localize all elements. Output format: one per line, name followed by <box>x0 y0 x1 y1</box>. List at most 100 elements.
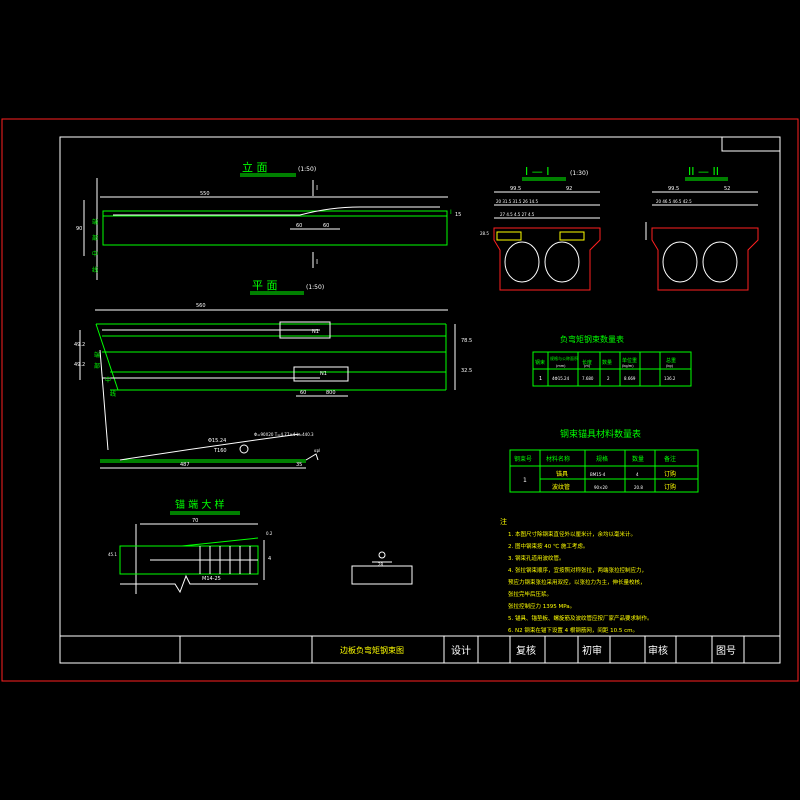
note-line-1: 2. 图中钢束按 40 ℃ 施工考虑。 <box>508 542 588 550</box>
elevation-scale: (1:50) <box>298 166 316 173</box>
t1-r3: 2 <box>607 376 610 381</box>
svg-text:27 4.5 4.5 27 4.5: 27 4.5 4.5 27 4.5 <box>500 212 535 217</box>
strand-detail: Φ15.24 T160 Φ=90X20 T=4.77×4 L=440.3 487… <box>100 432 320 469</box>
t2-r0c3: 4 <box>636 472 639 477</box>
strand-annotation: Φ15.24 <box>208 438 226 444</box>
svg-text:49.2: 49.2 <box>74 362 85 368</box>
plan-bot-dim1: 60 <box>300 390 306 396</box>
t1-h3: 数量 <box>602 359 612 366</box>
note-line-0: 1. 本图尺寸除钢束直径外以厘米计，余均以毫米计。 <box>508 530 636 538</box>
note-line-5: 张拉完毕后压浆。 <box>508 590 552 598</box>
svg-text:线: 线 <box>92 266 98 274</box>
anchor-side-dim: 4 <box>268 556 271 562</box>
t2-h3: 数量 <box>632 455 644 463</box>
t2-r0c2: BM15-4 <box>590 472 606 477</box>
table1-title: 负弯矩钢束数量表 <box>560 334 624 344</box>
plan-scale: (1:50) <box>306 284 324 291</box>
t1-u2: (m) <box>584 364 591 368</box>
section-2: II — II 99.5 52 20 46.5 46.5 42.5 <box>645 165 759 291</box>
table2-title: 钢束锚具材料数量表 <box>560 428 641 440</box>
section1-scale: (1:30) <box>570 170 588 177</box>
t1-r5: 136.2 <box>664 376 676 381</box>
tb-review: 复核 <box>516 644 536 657</box>
plan-right-dim1: 78.5 <box>461 338 472 344</box>
svg-text:0.2: 0.2 <box>266 531 273 536</box>
note-line-6: 张拉控制应力 1395 MPa。 <box>508 602 575 610</box>
svg-text:部: 部 <box>94 362 100 370</box>
t1-r1: 4Φ15.24 <box>552 376 570 381</box>
strand-end-dim: 35 <box>296 462 302 468</box>
t1-h5: 总重 <box>666 357 676 364</box>
svg-text:中: 中 <box>92 250 98 258</box>
plan-right-dim2: 32.5 <box>461 368 472 374</box>
note-line-3: 4. 张拉钢束顺序，宜按照对称张拉，两端张拉控制应力， <box>508 566 647 574</box>
anchor-detail: 锚 端 大 样 70 M14-25 4 0.2 45.1 28 <box>108 498 413 594</box>
tb-design: 设计 <box>451 644 471 657</box>
t2-r1c3: 20.8 <box>634 485 643 490</box>
elev-dim-a: 60 <box>296 223 302 229</box>
svg-text:20 31.5 31.5 26 14.5: 20 31.5 31.5 26 14.5 <box>496 199 538 204</box>
strand-length: 487 <box>180 462 190 468</box>
t2-r1c4: 订购 <box>664 483 676 491</box>
note-line-8: 6. N2 钢束在锚下设置 4 根钢筋网，间距 10.5 cm。 <box>508 626 638 634</box>
section1-title: I — I <box>525 165 549 178</box>
svg-text:端: 端 <box>94 351 100 359</box>
plan-title: 平 面 <box>252 279 278 292</box>
elevation-title: 立 面 <box>242 160 268 174</box>
t2-h1: 材料名称 <box>546 455 570 463</box>
notes: 注 1. 本图尺寸除钢束直径外以厘米计，余均以毫米计。 2. 图中钢束按 40 … <box>500 517 653 634</box>
t2-h0: 钢束号 <box>514 455 532 463</box>
section-mark-top: I <box>316 184 318 192</box>
t2-r1c2: 90×20 <box>594 485 608 490</box>
svg-text:I: I <box>450 209 452 216</box>
plan-bot-dim2: 800 <box>326 390 336 396</box>
t1-h2: 长度 <box>582 359 592 366</box>
sec2-w2: 52 <box>724 186 730 192</box>
anchor-title: 锚 端 大 样 <box>175 498 225 511</box>
t2-h2: 规格 <box>596 455 608 463</box>
plan-view: 平 面 (1:50) 560 N1 N1 49.2 49.2 端 部 中 线 7… <box>74 279 472 451</box>
svg-text:Φ=90X20 T=4.77×4 L=440.3: Φ=90X20 T=4.77×4 L=440.3 <box>254 432 314 437</box>
drawing-name: 边板负弯矩钢束图 <box>340 645 404 655</box>
svg-text:20 46.5 46.5 42.5: 20 46.5 46.5 42.5 <box>656 199 692 204</box>
t1-h1: 规格与公称面积 <box>550 355 578 361</box>
section-mark-bottom: I <box>316 258 318 266</box>
svg-text:中: 中 <box>105 376 111 384</box>
t1-u1: (mm) <box>556 364 566 368</box>
tb-approve: 审核 <box>648 644 668 657</box>
outer-frame <box>1 118 799 682</box>
t1-u4: (kg/m) <box>622 364 634 368</box>
notes-title: 注 <box>500 517 507 526</box>
elevation-view: 立 面 (1:50) 550 60 60 I I 90 端 部 中 线 I 15 <box>76 160 461 280</box>
t1-h4: 单位重 <box>622 357 637 364</box>
sec1-w1: 99.5 <box>510 186 521 192</box>
t2-r0c0: 1 <box>523 477 527 484</box>
anchor-bot-dim: M14-25 <box>202 576 221 582</box>
anchor-top-dim: 70 <box>192 518 198 524</box>
t1-r2: 7.680 <box>582 376 594 381</box>
t2-r1c1: 波纹管 <box>552 483 570 491</box>
svg-text:N1: N1 <box>320 371 327 377</box>
t2-r0c1: 锚具 <box>556 470 568 478</box>
svg-text:部: 部 <box>92 234 98 242</box>
tb-drawing-no: 图号 <box>716 645 736 657</box>
elev-dim-b: 60 <box>323 223 329 229</box>
elev-left-dim: 90 <box>76 226 82 232</box>
svg-text:49.2: 49.2 <box>74 342 85 348</box>
note-line-2: 3. 钢束孔道用波纹管。 <box>508 554 565 562</box>
section2-title: II — II <box>688 165 719 178</box>
section-1: I — I (1:30) 99.5 92 20 31.5 31.5 26 14.… <box>480 165 601 291</box>
table-1: 负弯矩钢束数量表 钢束 规格与公称面积 长度 数量 单位重 总重 (mm) (m… <box>532 334 692 387</box>
t1-r4: 8.669 <box>624 376 636 381</box>
svg-text:15: 15 <box>455 212 461 218</box>
svg-text:45.1: 45.1 <box>108 552 117 557</box>
strand-annotation-2: T160 <box>213 448 227 454</box>
note-line-7: 5. 锚具、锚垫板、螺旋筋及波纹管应按厂家产品要求制作。 <box>508 614 653 622</box>
t2-r0c4: 订购 <box>664 470 676 478</box>
sec2-w1: 99.5 <box>668 186 679 192</box>
sec1-w2: 92 <box>566 186 572 192</box>
svg-text:N1: N1 <box>312 329 319 335</box>
svg-text:线: 线 <box>110 390 116 398</box>
svg-text:端: 端 <box>92 218 98 226</box>
